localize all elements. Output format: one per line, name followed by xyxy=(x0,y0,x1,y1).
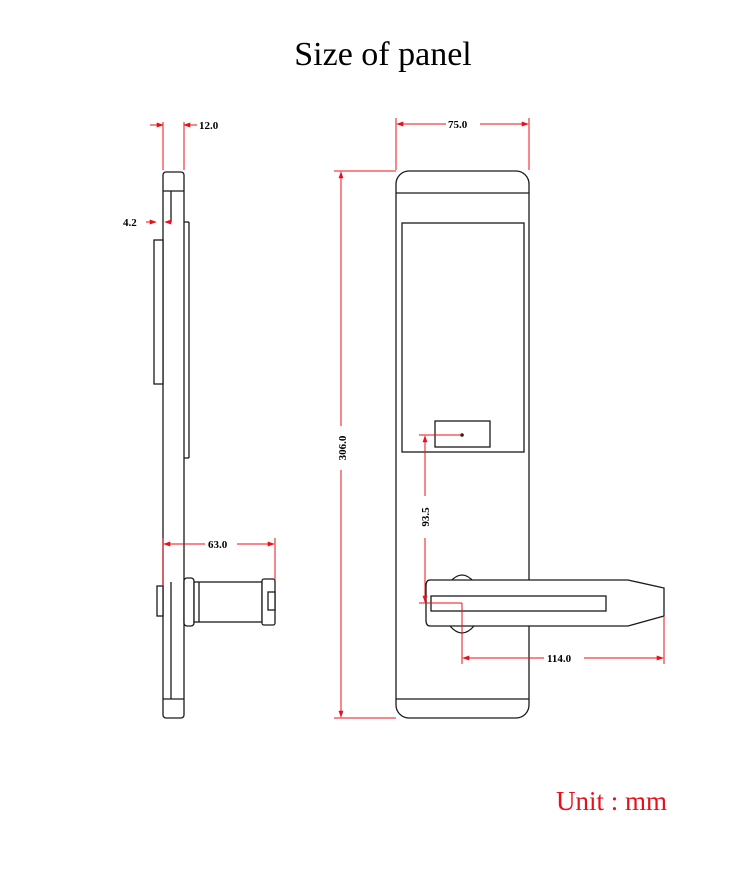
handle-end-slot xyxy=(267,591,276,611)
spindle-sensor-label: 93.5 xyxy=(420,507,432,527)
lever-length-label: 114.0 xyxy=(547,653,572,665)
side-thickness-label: 12.0 xyxy=(199,120,219,132)
page-title: Size of panel xyxy=(294,36,472,73)
display-screen xyxy=(401,222,525,453)
handle-neck xyxy=(193,581,263,623)
panel-width-label: 75.0 xyxy=(448,119,468,131)
side-cylinder-stub xyxy=(156,585,164,617)
handle-rose xyxy=(183,577,195,627)
panel-height-label: 306.0 xyxy=(337,435,349,460)
side-body xyxy=(162,171,185,719)
handle-projection-label: 63.0 xyxy=(208,539,228,551)
side-view xyxy=(153,171,276,719)
side-recess-label: 4.2 xyxy=(123,217,137,229)
unit-label: Unit : mm xyxy=(556,786,668,816)
dimension-lines xyxy=(146,118,665,719)
front-view xyxy=(395,170,665,719)
side-front-recess xyxy=(153,239,164,385)
